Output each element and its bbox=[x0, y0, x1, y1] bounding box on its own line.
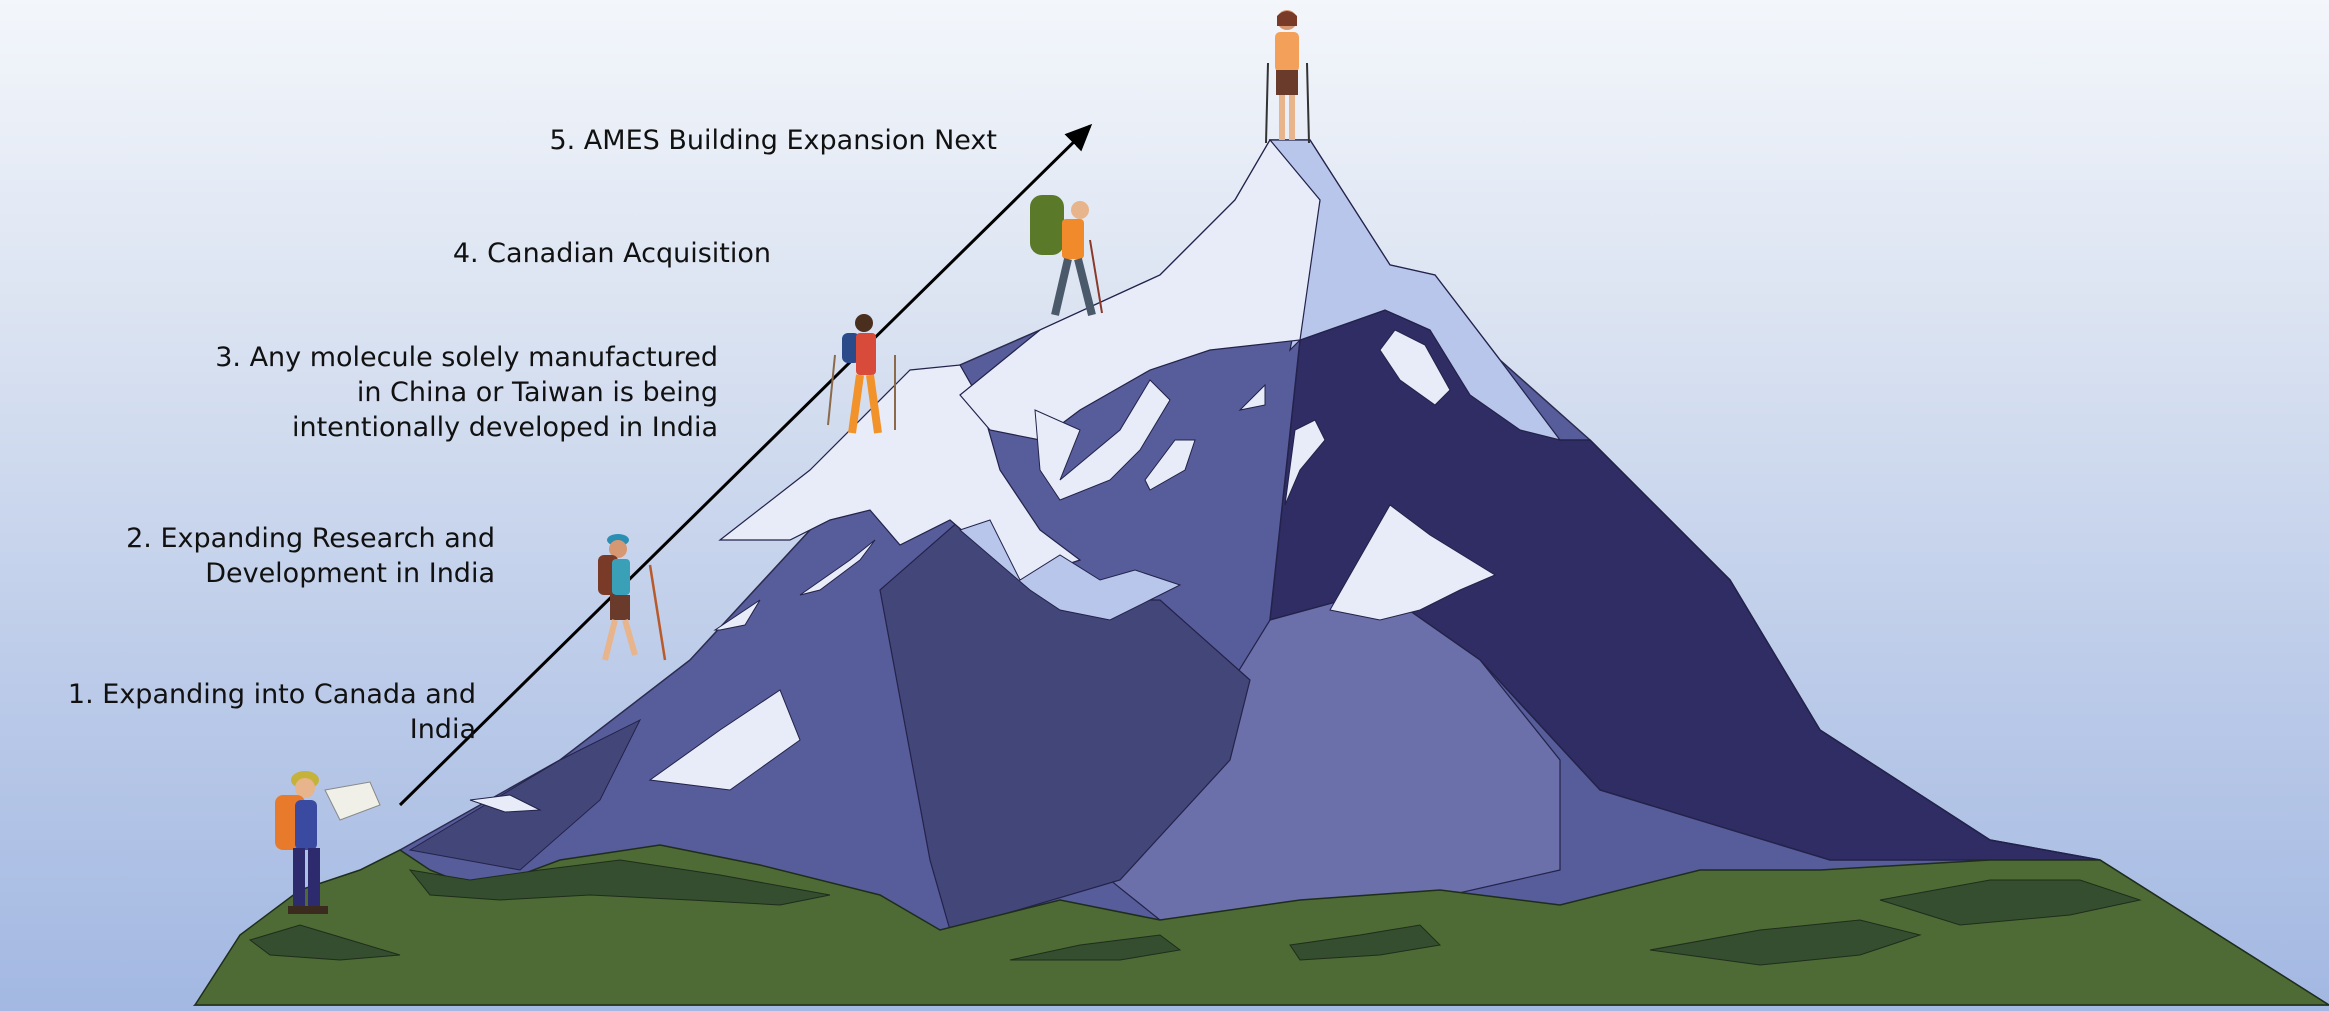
patch-snow-8 bbox=[1144, 439, 1196, 491]
step-4-label: 4. Canadian Acquisition bbox=[452, 238, 771, 269]
patch-snow-6 bbox=[713, 599, 761, 631]
hiker-4-figure bbox=[1030, 195, 1103, 316]
patch-snow-10 bbox=[1379, 329, 1451, 406]
patch-snow-11 bbox=[1238, 383, 1266, 411]
grass bbox=[193, 844, 2329, 1006]
patch-snow-4 bbox=[648, 689, 801, 791]
patch-snow-9 bbox=[1284, 419, 1326, 506]
patch-snow-5 bbox=[469, 794, 542, 813]
grass-dark-5 bbox=[1879, 879, 2142, 926]
hiker-3-figure bbox=[827, 314, 896, 434]
mountain-lower-left-face bbox=[408, 718, 642, 871]
hiker-1-figure bbox=[275, 771, 381, 914]
hiker-5-figure bbox=[1265, 10, 1310, 144]
patch-snow-1 bbox=[1034, 379, 1171, 501]
grass-dark-1 bbox=[408, 859, 831, 906]
step-2-label: 2. Expanding Research and Development in… bbox=[126, 523, 495, 589]
snow bbox=[469, 138, 1562, 813]
step-3-label: 3. Any molecule solely manufactured in C… bbox=[215, 342, 718, 443]
grass-dark-4 bbox=[1649, 919, 1922, 966]
patch-snow-2 bbox=[959, 519, 1182, 621]
mountain-light-face bbox=[1109, 589, 1561, 921]
summit-snow bbox=[1268, 139, 1562, 441]
grass-dark-2 bbox=[1009, 934, 1182, 961]
grass-dark-3 bbox=[1289, 924, 1442, 961]
progress-arrow bbox=[398, 123, 1093, 807]
patch-snow-3 bbox=[1329, 504, 1497, 621]
grass-dark-6 bbox=[248, 924, 401, 961]
step-1-label: 1. Expanding into Canada and India bbox=[67, 679, 476, 745]
hiker-2-figure bbox=[598, 534, 667, 661]
patch-snow-7 bbox=[799, 539, 876, 596]
step-5-label: 5. AMES Building Expansion Next bbox=[549, 125, 997, 156]
